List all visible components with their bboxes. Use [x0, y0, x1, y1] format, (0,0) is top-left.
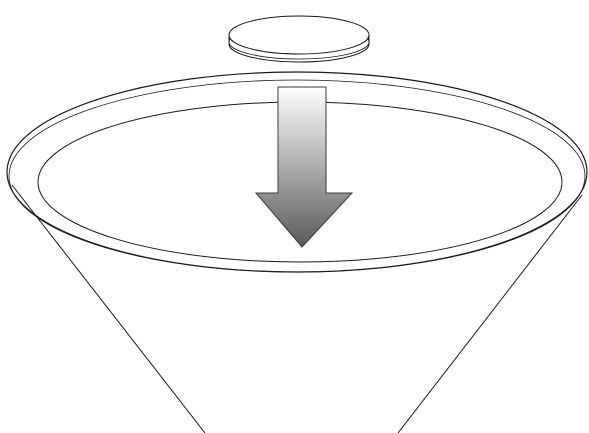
disc-top-face	[229, 16, 369, 54]
cone-left-edge	[12, 185, 205, 433]
downward-arrow	[256, 87, 352, 247]
cone-right-edge	[398, 195, 582, 433]
disc-lid	[229, 16, 369, 62]
